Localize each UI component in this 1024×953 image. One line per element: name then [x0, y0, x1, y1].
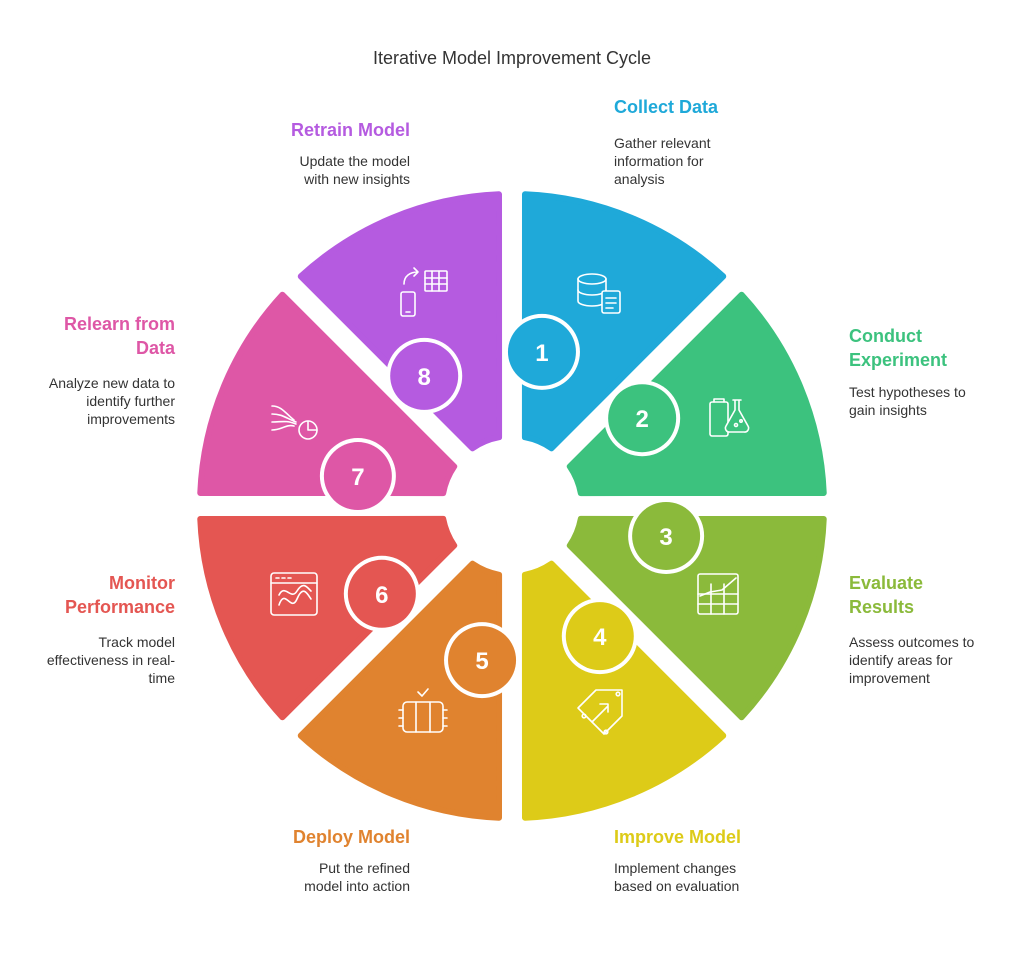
segment-step-1 [521, 191, 727, 452]
badge-number-5: 5 [475, 648, 488, 675]
database-document-icon [577, 273, 621, 314]
monitor-waves-icon [270, 572, 318, 616]
badge-step-5 [448, 626, 517, 695]
flask-clipboard-icon [709, 398, 750, 437]
step-8-title: Retrain Model [290, 120, 410, 140]
phone-sync-table-icon [400, 267, 448, 317]
segment-step-3 [566, 515, 827, 721]
data-flow-icon [271, 405, 318, 440]
step-5-title: Deploy Model [292, 827, 410, 847]
badge-step-1 [507, 317, 576, 386]
circuit-arrow-icon [577, 689, 623, 735]
badge-step-6 [347, 559, 416, 628]
badge-number-4: 4 [593, 624, 607, 651]
badge-number-7: 7 [351, 464, 364, 491]
badge-step-8 [390, 341, 459, 410]
server-check-icon [398, 688, 448, 733]
badge-step-4 [565, 602, 634, 671]
segment-step-7 [197, 291, 458, 497]
segment-step-5 [297, 560, 503, 821]
step-1-title: Collect Data [614, 97, 719, 117]
chart-grid-icon [697, 573, 739, 615]
badge-step-3 [632, 501, 701, 570]
diagram-title: Iterative Model Improvement Cycle [372, 48, 652, 68]
badge-number-6: 6 [375, 582, 388, 609]
badge-step-7 [323, 442, 392, 511]
badge-number-8: 8 [418, 364, 431, 391]
badge-number-1: 1 [535, 340, 548, 367]
badge-number-3: 3 [659, 524, 672, 551]
step-4-title: Improve Model [614, 827, 742, 847]
badge-number-2: 2 [635, 406, 648, 433]
badge-step-2 [608, 384, 677, 453]
